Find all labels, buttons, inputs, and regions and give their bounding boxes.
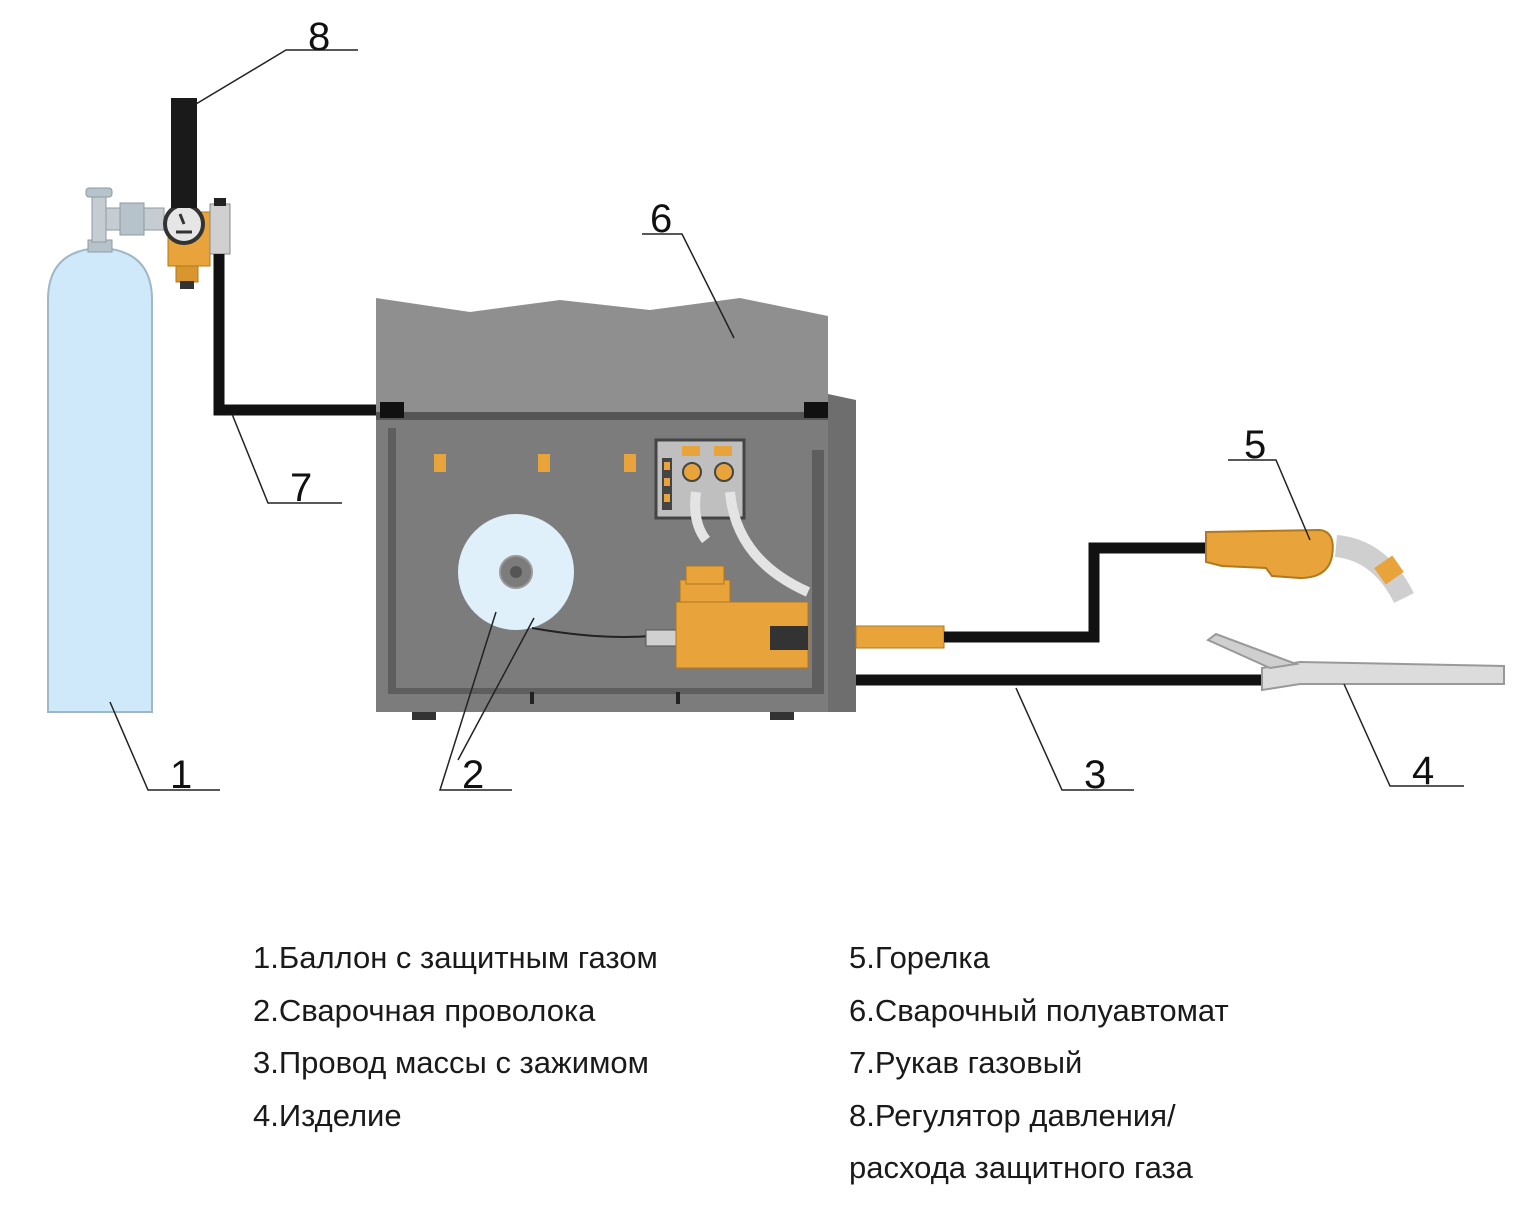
legend-item-1: 1.Баллон с защитным газом — [253, 940, 658, 975]
legend-item-6: 6.Сварочный полуавтомат — [849, 992, 1229, 1028]
legend-item-4: 4.Изделие — [253, 1097, 402, 1133]
legend-item-8: 8.Регулятор давления/ — [849, 1097, 1176, 1133]
legend-item-3: 3.Провод массы с зажимом — [253, 1045, 649, 1080]
callout-3: 3 — [1084, 753, 1106, 797]
welding-setup-diagram: 1 2 3 4 5 6 7 8 — [47, 15, 1505, 797]
wire-spool — [458, 514, 651, 638]
callout-7: 7 — [290, 466, 312, 510]
callout-6: 6 — [650, 197, 672, 241]
pressure-regulator — [163, 98, 231, 289]
wire-feeder — [645, 565, 809, 669]
welding-torch — [1205, 528, 1414, 604]
legend-right-column: 5.Горелка 6.Сварочный полуавтомат 7.Рука… — [849, 932, 1229, 1195]
torch-hose — [944, 542, 1206, 643]
legend-item-5: 5.Горелка — [849, 940, 990, 975]
legend-item-2: 2.Сварочная проволока — [253, 992, 596, 1028]
callout-8: 8 — [308, 15, 330, 59]
legend-item-8-continued: расхода защитного газа — [849, 1150, 1193, 1185]
gas-hose — [213, 254, 400, 416]
callout-4: 4 — [1412, 749, 1434, 793]
callout-2: 2 — [462, 753, 484, 797]
callout-1: 1 — [170, 753, 192, 797]
workpiece-with-clamp — [1206, 632, 1505, 692]
legend-item-7: 7.Рукав газовый — [849, 1045, 1083, 1080]
gas-cylinder — [47, 187, 165, 713]
torch-connector — [855, 625, 945, 649]
callout-leaders — [109, 49, 1464, 791]
legend-left-column: 1.Баллон с защитным газом 2.Сварочная пр… — [253, 932, 658, 1142]
callout-5: 5 — [1244, 423, 1266, 467]
